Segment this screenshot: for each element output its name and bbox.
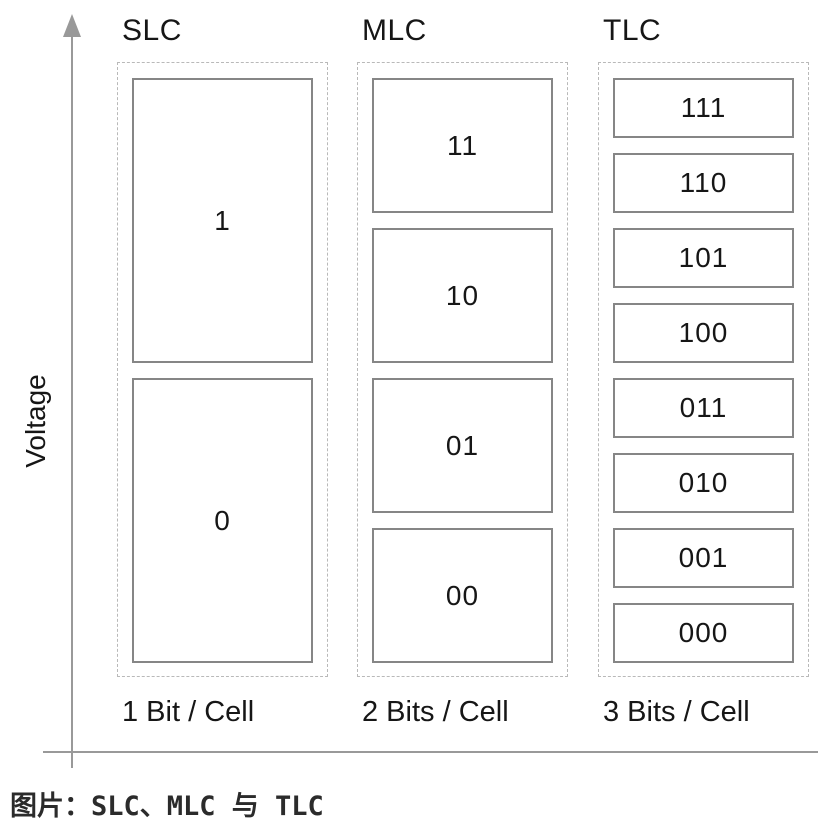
voltage-level-cell: 111 [613, 78, 794, 138]
voltage-level-cell: 101 [613, 228, 794, 288]
bits-per-cell-label-tlc: 3 Bits / Cell [603, 696, 750, 728]
y-axis-label: Voltage [20, 374, 51, 468]
voltage-level-cell: 01 [372, 378, 553, 513]
voltage-level-cell: 00 [372, 528, 553, 663]
figure-caption: 图片：SLC、MLC 与 TLC [10, 791, 324, 822]
voltage-level-cell: 10 [372, 228, 553, 363]
y-axis-arrow-icon [63, 14, 81, 37]
y-axis-line [71, 34, 73, 768]
bits-per-cell-label-slc: 1 Bit / Cell [122, 696, 255, 728]
x-axis-line [43, 751, 818, 753]
voltage-level-cell: 0 [132, 378, 313, 663]
column-slc: SLC 1 0 1 Bit / Cell [117, 0, 328, 760]
column-header-mlc: MLC [362, 14, 427, 47]
cell-group-tlc: 111 110 101 100 011 010 001 000 [598, 62, 809, 677]
cell-group-mlc: 11 10 01 00 [357, 62, 568, 677]
cell-group-slc: 1 0 [117, 62, 328, 677]
voltage-level-cell: 010 [613, 453, 794, 513]
voltage-level-cell: 100 [613, 303, 794, 363]
column-mlc: MLC 11 10 01 00 2 Bits / Cell [357, 0, 568, 760]
voltage-level-cell: 001 [613, 528, 794, 588]
voltage-level-cell: 011 [613, 378, 794, 438]
column-header-tlc: TLC [603, 14, 662, 47]
voltage-level-cell: 110 [613, 153, 794, 213]
column-header-slc: SLC [122, 14, 182, 47]
column-tlc: TLC 111 110 101 100 011 010 001 000 3 Bi… [598, 0, 809, 760]
voltage-level-cell: 11 [372, 78, 553, 213]
bits-per-cell-label-mlc: 2 Bits / Cell [362, 696, 509, 728]
voltage-level-cell: 1 [132, 78, 313, 363]
voltage-level-cell: 000 [613, 603, 794, 663]
